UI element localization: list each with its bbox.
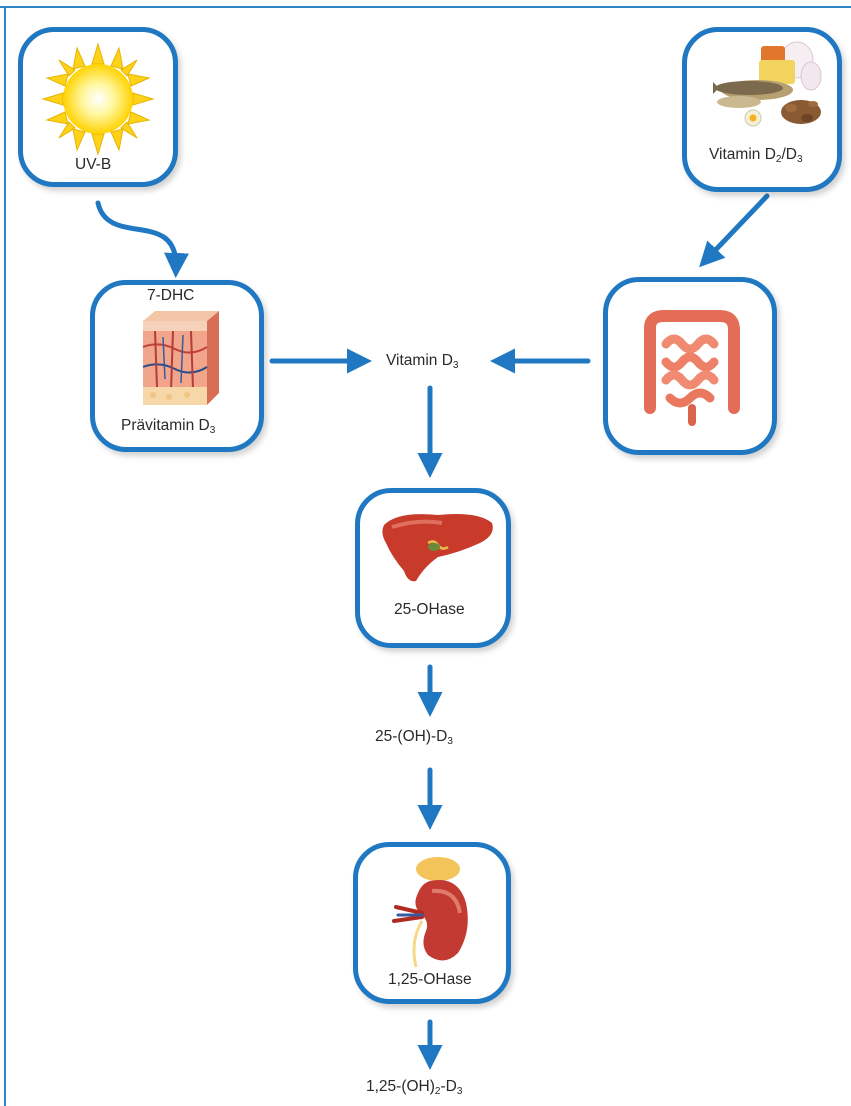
previtamin-label: Prävitamin D3 bbox=[121, 417, 215, 436]
intestine-node bbox=[603, 277, 777, 455]
uvb-label: UV-B bbox=[75, 156, 111, 174]
arrow-food-to-intestine bbox=[706, 196, 767, 260]
125-ohase-label: 1,25-OHase bbox=[388, 971, 472, 989]
intestine-icon bbox=[630, 304, 752, 428]
liver-node: 25-OHase bbox=[355, 488, 511, 648]
sun-node: UV-B bbox=[18, 27, 178, 187]
skin-node: 7-DHC Prävitamin D3 bbox=[90, 280, 264, 452]
food-node: Vitamin D2/D3 bbox=[682, 27, 842, 192]
liver-icon bbox=[378, 507, 498, 585]
sun-icon bbox=[41, 42, 155, 156]
arrow-uvb-to-skin bbox=[98, 203, 176, 268]
125-oh2-d3-label: 1,25-(OH)2-D3 bbox=[366, 1078, 462, 1097]
food-label: Vitamin D2/D3 bbox=[709, 146, 803, 165]
food-icon bbox=[699, 38, 831, 138]
vitamin-d3-label: Vitamin D3 bbox=[386, 352, 458, 371]
7dhc-label: 7-DHC bbox=[147, 287, 194, 305]
25-oh-d3-label: 25-(OH)-D3 bbox=[375, 728, 453, 747]
kidney-node: 1,25-OHase bbox=[353, 842, 511, 1004]
25-ohase-label: 25-OHase bbox=[394, 601, 465, 619]
skin-icon bbox=[133, 307, 223, 411]
kidney-icon bbox=[386, 851, 486, 971]
